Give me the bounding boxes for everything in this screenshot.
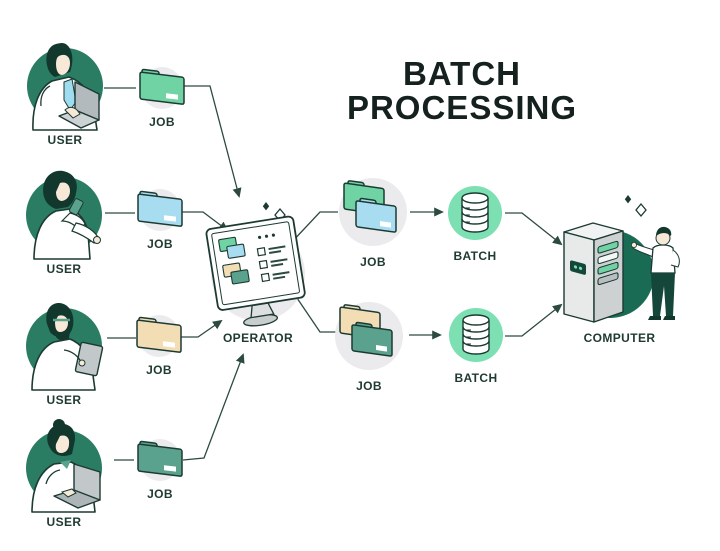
- double-folder-icon: [335, 302, 403, 370]
- sparkle-icons: [262, 195, 647, 223]
- arrow-batch2-computer: [505, 303, 563, 337]
- person-with-laptop-icon: [27, 43, 103, 131]
- folder-icon: [137, 439, 183, 481]
- line-operator-job-right-1: [289, 211, 338, 245]
- job-node-right-2: JOB: [327, 298, 411, 393]
- user-node-1: USER: [17, 32, 113, 147]
- user-node-2: USER: [16, 161, 112, 276]
- computer-label: COMPUTER: [583, 331, 656, 345]
- user-label: USER: [46, 262, 82, 276]
- user-label: USER: [46, 393, 82, 407]
- arrow-batch1-computer: [505, 212, 563, 246]
- database-icon: [448, 186, 502, 240]
- user-node-3: USER: [16, 292, 112, 407]
- arrow-job2-operator: [182, 211, 229, 232]
- monitor-icon: [205, 215, 306, 327]
- operator-label: OPERATOR: [222, 331, 294, 345]
- job-label: JOB: [360, 255, 386, 269]
- user-label: USER: [47, 133, 83, 147]
- title-line-2: PROCESSING: [346, 89, 578, 126]
- diagram-title: BATCH PROCESSING: [332, 57, 592, 125]
- arrow-job1-operator: [184, 85, 242, 198]
- batch-node-2: BATCH: [447, 306, 505, 385]
- job-label: JOB: [149, 115, 175, 129]
- sparkle-icon: [262, 202, 270, 211]
- double-folder-icon: [339, 178, 407, 246]
- arrow-job3-operator: [181, 319, 223, 338]
- folder-icon: [139, 67, 185, 109]
- database-icon: [449, 308, 503, 362]
- user-node-4: USER: [16, 414, 112, 529]
- standing-person-icon: [631, 226, 680, 320]
- batch-label: BATCH: [454, 371, 498, 385]
- server-tower-icon: [563, 222, 680, 323]
- title-line-1: BATCH: [402, 55, 522, 92]
- sparkle-icon: [635, 202, 647, 218]
- job-node-4: JOB: [128, 434, 192, 501]
- job-label: JOB: [146, 363, 172, 377]
- user-label: USER: [46, 515, 82, 529]
- arrow-job4-operator: [182, 353, 245, 461]
- person-with-phone-icon: [26, 170, 102, 260]
- line-operator-job-right-2: [296, 297, 336, 333]
- batch-label: BATCH: [453, 249, 497, 263]
- job-node-2: JOB: [128, 184, 192, 251]
- folder-icon: [136, 315, 182, 357]
- job-node-1: JOB: [130, 62, 194, 129]
- folder-icon: [137, 189, 183, 231]
- job-node-right-1: JOB: [331, 174, 415, 269]
- job-node-3: JOB: [127, 310, 191, 377]
- person-with-laptop-icon: [26, 419, 102, 513]
- job-label: JOB: [147, 487, 173, 501]
- job-label: JOB: [147, 237, 173, 251]
- job-label: JOB: [356, 379, 382, 393]
- person-with-tablet-icon: [26, 303, 104, 391]
- sparkle-icon: [624, 195, 632, 204]
- computer-node: COMPUTER: [547, 210, 692, 345]
- operator-node: OPERATOR: [203, 208, 313, 345]
- batch-node-1: BATCH: [446, 184, 504, 263]
